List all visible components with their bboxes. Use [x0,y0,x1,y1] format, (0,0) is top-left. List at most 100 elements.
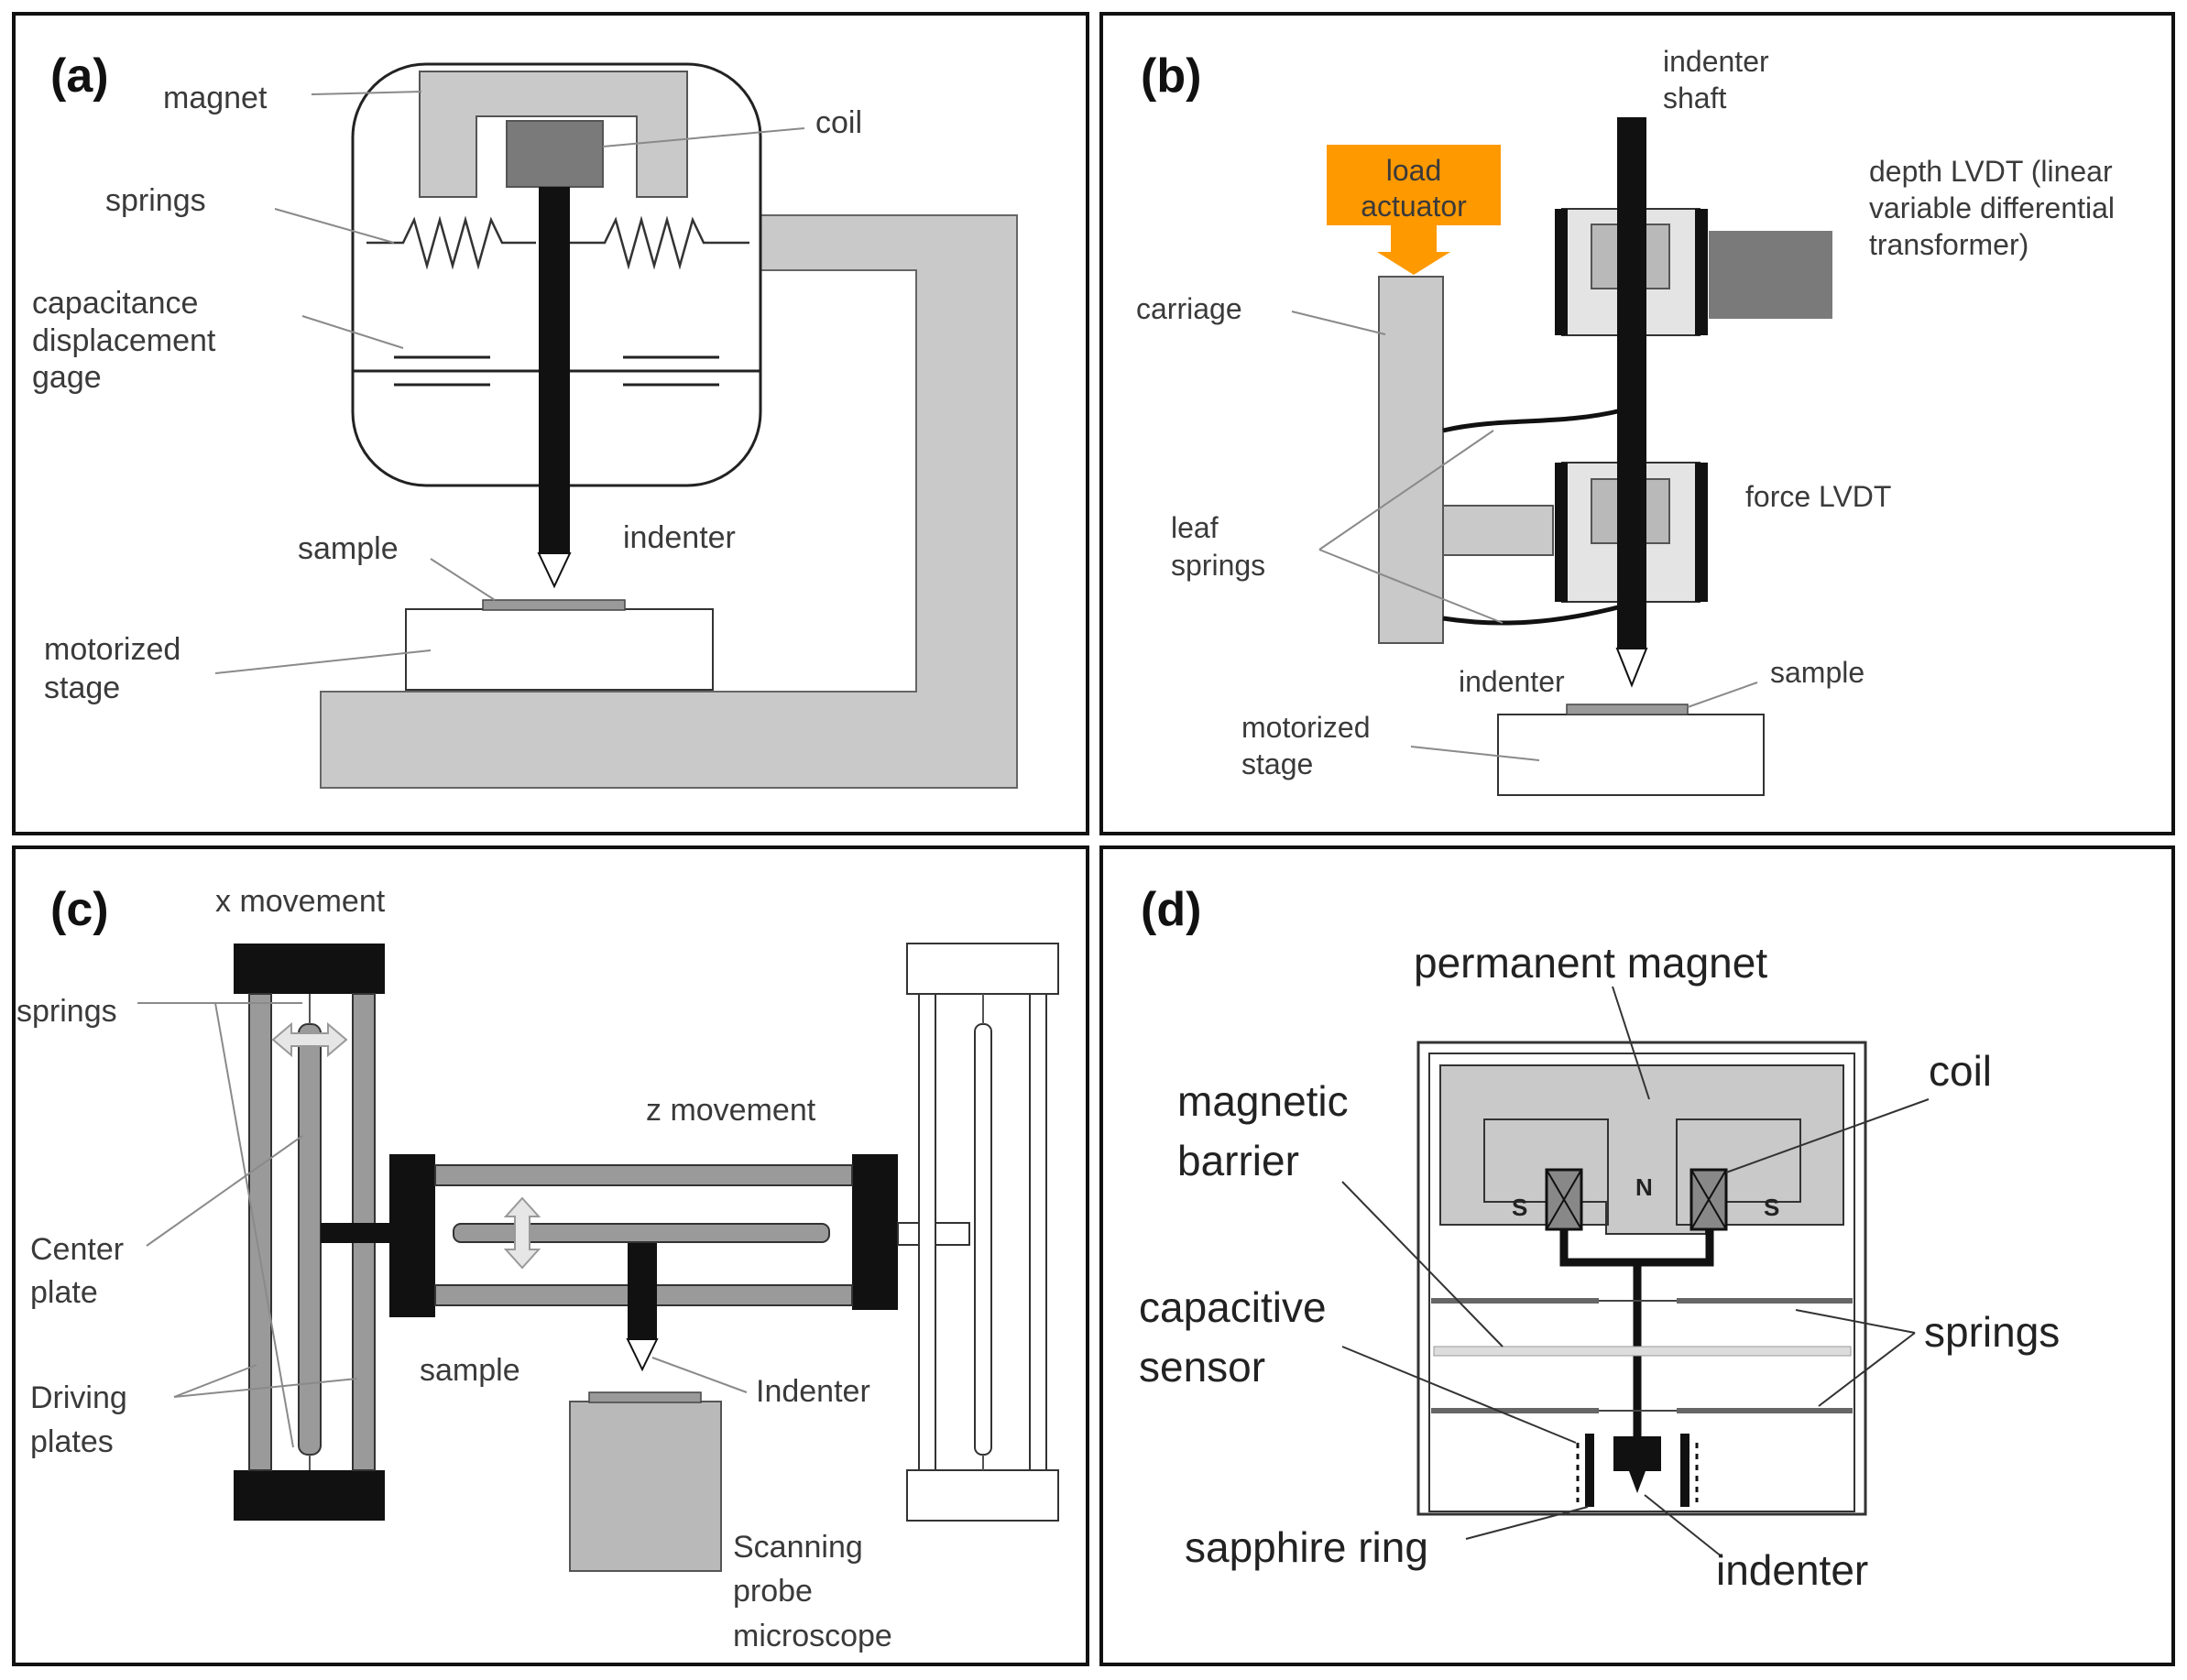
d-pole-s-left: S [1512,1194,1527,1221]
c-x-arrow [271,1021,348,1058]
a-label-magnet: magnet [163,81,268,115]
c-label-sample: sample [420,1353,520,1388]
c-label-driving-2: plates [30,1424,114,1459]
d-inner-box [1428,1053,1855,1512]
b-label-depth-3: transformer) [1869,228,2028,261]
b-label-carriage: carriage [1136,292,1242,325]
a-coil [506,120,604,188]
c-z-rail-top [434,1164,853,1186]
b-indenter-tip [1615,648,1648,688]
c-label-springs: springs [16,994,117,1029]
a-spring-right [570,215,749,270]
a-leader-capacitance [301,315,404,349]
c-label-spm-2: probe [733,1574,813,1609]
panel-b: (b) indenter [1136,45,2115,796]
b-force-link [1442,505,1554,556]
a-magnet [419,71,688,198]
c-right-top-block [906,943,1059,995]
c-label-spm-3: microscope [733,1619,892,1653]
c-indenter-tip [626,1338,659,1372]
c-z-arrow [503,1196,541,1270]
a-label-capacitance-3: gage [32,360,102,395]
d-pole-s-right: S [1764,1194,1779,1221]
d-indenter-head [1613,1436,1661,1471]
c-z-right-block [852,1154,898,1310]
b-load-arrow [1377,225,1450,275]
d-label-magnet: permanent magnet [1414,939,1767,987]
a-label-stage-2: stage [44,671,120,705]
b-label-force: force LVDT [1745,480,1891,513]
b-label-shaft-2: shaft [1663,82,1726,115]
d-label-sensor-1: capacitive [1139,1283,1327,1331]
d-coil-left-x2 [1546,1169,1582,1230]
b-leaf-spring-top [1442,408,1623,433]
c-right-plate-right [1029,993,1047,1471]
d-pole-n: N [1635,1173,1653,1201]
b-carriage [1378,276,1444,644]
b-label-depth-2: variable differential [1869,191,2115,224]
d-magnet [1439,1064,1844,1235]
d-coil-right-x2 [1690,1169,1727,1230]
a-leader-stage [214,649,432,674]
panel-c-tag: (c) [50,883,109,936]
c-indenter-body [628,1243,657,1339]
b-leader-leaf-bottom [1318,549,1504,624]
a-label-stage-1: motorized [44,632,180,667]
c-label-center-1: Center [30,1232,124,1267]
b-label-stage-1: motorized [1241,711,1371,744]
d-label-indenter: indenter [1716,1546,1868,1594]
c-center-plate [298,1023,322,1456]
c-label-z-move: z movement [646,1093,816,1128]
c-leader-springs-b [214,1002,294,1448]
b-sample [1566,704,1689,715]
a-label-capacitance-2: displacement [32,323,216,358]
d-label-sensor-2: sensor [1139,1343,1265,1391]
b-label-sample: sample [1770,656,1864,689]
b-stage [1497,714,1765,796]
c-right-bottom-block [906,1469,1059,1522]
a-label-capacitance-1: capacitance [32,286,198,321]
a-label-indenter: indenter [623,520,736,555]
d-leader-sapphire [1465,1506,1589,1540]
d-leader-indenter [1644,1494,1723,1558]
b-load-actuator [1327,145,1501,225]
c-label-x-move: x movement [215,884,386,919]
c-leader-indenter [651,1357,748,1393]
d-leader-sensor-a [1341,1346,1577,1444]
d-label-barrier-1: magnetic [1177,1077,1349,1125]
d-barrier [1433,1346,1852,1357]
b-force-lvdt-side-left [1555,463,1568,602]
a-label-springs: springs [105,183,206,218]
d-indenter-tip [1629,1471,1646,1493]
b-leader-leaf-top [1318,430,1494,551]
c-x-link [321,1223,405,1243]
panel-d: (d) S N S [1139,883,2060,1594]
b-indenter-shaft [1617,117,1646,649]
a-sample [482,599,626,611]
b-label-indenter: indenter [1459,665,1565,698]
panel-a: (a) magnet coil springs ca [32,49,1018,789]
b-leader-stage [1410,746,1540,761]
b-leader-sample [1687,682,1758,708]
b-leaf-spring-bottom [1442,604,1623,626]
b-label-load-2: actuator [1361,190,1467,223]
d-leader-springs-a [1795,1309,1916,1334]
c-label-indenter: Indenter [756,1374,870,1409]
c-leader-driving-a [173,1364,257,1398]
c-leader-driving-b [173,1378,358,1398]
c-x-bottom-block [234,1470,385,1521]
d-leader-springs-b [1818,1332,1916,1407]
c-label-driving-1: Driving [30,1380,127,1415]
d-label-barrier-2: barrier [1177,1137,1299,1184]
b-label-leaf-2: springs [1171,549,1265,582]
a-stage [405,608,714,691]
panel-c: (c) [16,883,1059,1653]
c-right-plate-left [918,993,936,1471]
c-label-center-2: plate [30,1275,98,1310]
b-leader-carriage [1291,311,1386,335]
b-depth-lvdt-side-right [1695,209,1708,335]
b-depth-sensor-body [1709,231,1832,319]
b-label-depth-1: depth LVDT (linear [1869,155,2113,188]
d-leader-coil [1725,1098,1930,1173]
